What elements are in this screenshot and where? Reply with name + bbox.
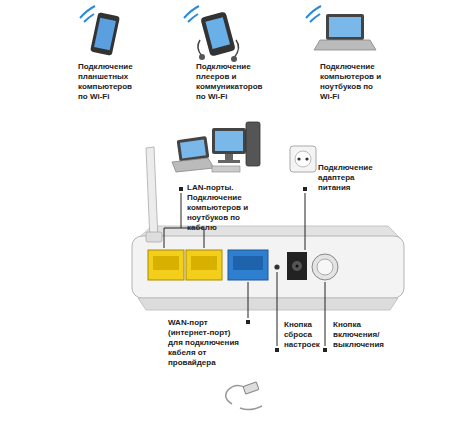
player-icon-part: [205, 17, 230, 49]
laptop-desktop-icon-part: [180, 139, 206, 158]
lan-ports-part: [191, 256, 217, 270]
router-body-part: [138, 298, 398, 310]
cable-plug-part: [226, 385, 246, 404]
tablet-icon: [80, 6, 120, 56]
power-button-part: [317, 259, 333, 275]
leader-dots-part: [179, 187, 183, 191]
laptop-desktop-icon-part: [212, 166, 240, 172]
laptop-desktop-icon-part: [215, 131, 243, 151]
laptop-icon: [306, 6, 376, 50]
cable-plug-part: [240, 406, 262, 410]
outlet-icon: [290, 146, 316, 172]
player-icon-part: [200, 11, 235, 56]
tablet-icon-part: [80, 6, 95, 22]
laptop-icon-part: [326, 14, 364, 40]
reset-hole: [274, 264, 279, 269]
laptop-desktop-icon-part: [225, 154, 233, 160]
wan-port-part: [228, 250, 268, 280]
callout-label: Подключение плееров и коммуникаторов по …: [196, 62, 262, 102]
laptop-icon-part: [329, 17, 361, 37]
callout-label: LAN-порты. Подключение компьютеров и ноу…: [187, 183, 251, 233]
player-icon: [184, 6, 239, 62]
cable-plug-part: [243, 382, 259, 394]
wan-port: [228, 250, 268, 280]
power-jack: [287, 252, 307, 280]
callout-label: Подключение компьютеров и ноутбуков по W…: [320, 62, 386, 102]
callout-label: Кнопка включения/ выключения: [333, 320, 393, 350]
laptop-desktop-icon: [172, 122, 260, 172]
lan-ports-part: [186, 250, 222, 280]
leader-lines-part: [248, 282, 249, 318]
tablet-icon-part: [94, 18, 116, 51]
player-icon-part: [231, 56, 237, 62]
leader-dots-part: [275, 348, 279, 352]
power-button: [312, 254, 338, 280]
laptop-desktop-icon-part: [246, 122, 260, 166]
power-jack-part: [287, 252, 307, 280]
router-body: [132, 226, 404, 310]
power-jack-part: [292, 261, 302, 271]
outlet-icon-part: [290, 146, 316, 172]
leader-lines-part: [277, 272, 278, 346]
wan-port-part: [233, 256, 263, 270]
leader-lines-part: [305, 193, 306, 250]
callout-label: WAN-порт (интернет-порт) для подключения…: [168, 318, 244, 368]
antenna-part: [146, 147, 158, 240]
leader-dots-part: [246, 320, 250, 324]
power-jack-part: [296, 265, 299, 268]
callout-label: Подключение адаптера питания: [318, 163, 380, 193]
reset-hole-part: [274, 264, 279, 269]
laptop-desktop-icon-part: [218, 160, 240, 163]
callout-label: Кнопка сброса настроек: [284, 320, 324, 350]
antenna: [146, 147, 162, 242]
tablet-icon-part: [90, 12, 120, 56]
laptop-desktop-icon-part: [172, 158, 214, 172]
lan-ports: [148, 250, 222, 280]
lan-ports-part: [148, 250, 184, 280]
lan-ports-part: [153, 256, 179, 270]
outlet-icon-part: [297, 157, 300, 160]
callout-label: Подключение планшетных компьютеров по Wi…: [78, 62, 142, 102]
power-button-part: [312, 254, 338, 280]
router-body-part: [132, 236, 404, 298]
cable-plug: [226, 382, 262, 410]
laptop-icon-part: [306, 6, 321, 22]
leader-lines-part: [325, 282, 326, 346]
leader-dots-part: [323, 348, 327, 352]
laptop-desktop-icon-part: [212, 128, 246, 154]
outlet-icon-part: [295, 151, 311, 167]
outlet-icon-part: [305, 157, 308, 160]
antenna-part: [146, 232, 162, 242]
player-icon-part: [184, 6, 199, 22]
laptop-icon-part: [314, 40, 376, 50]
player-icon-part: [199, 54, 205, 60]
leader-dots-part: [303, 187, 307, 191]
